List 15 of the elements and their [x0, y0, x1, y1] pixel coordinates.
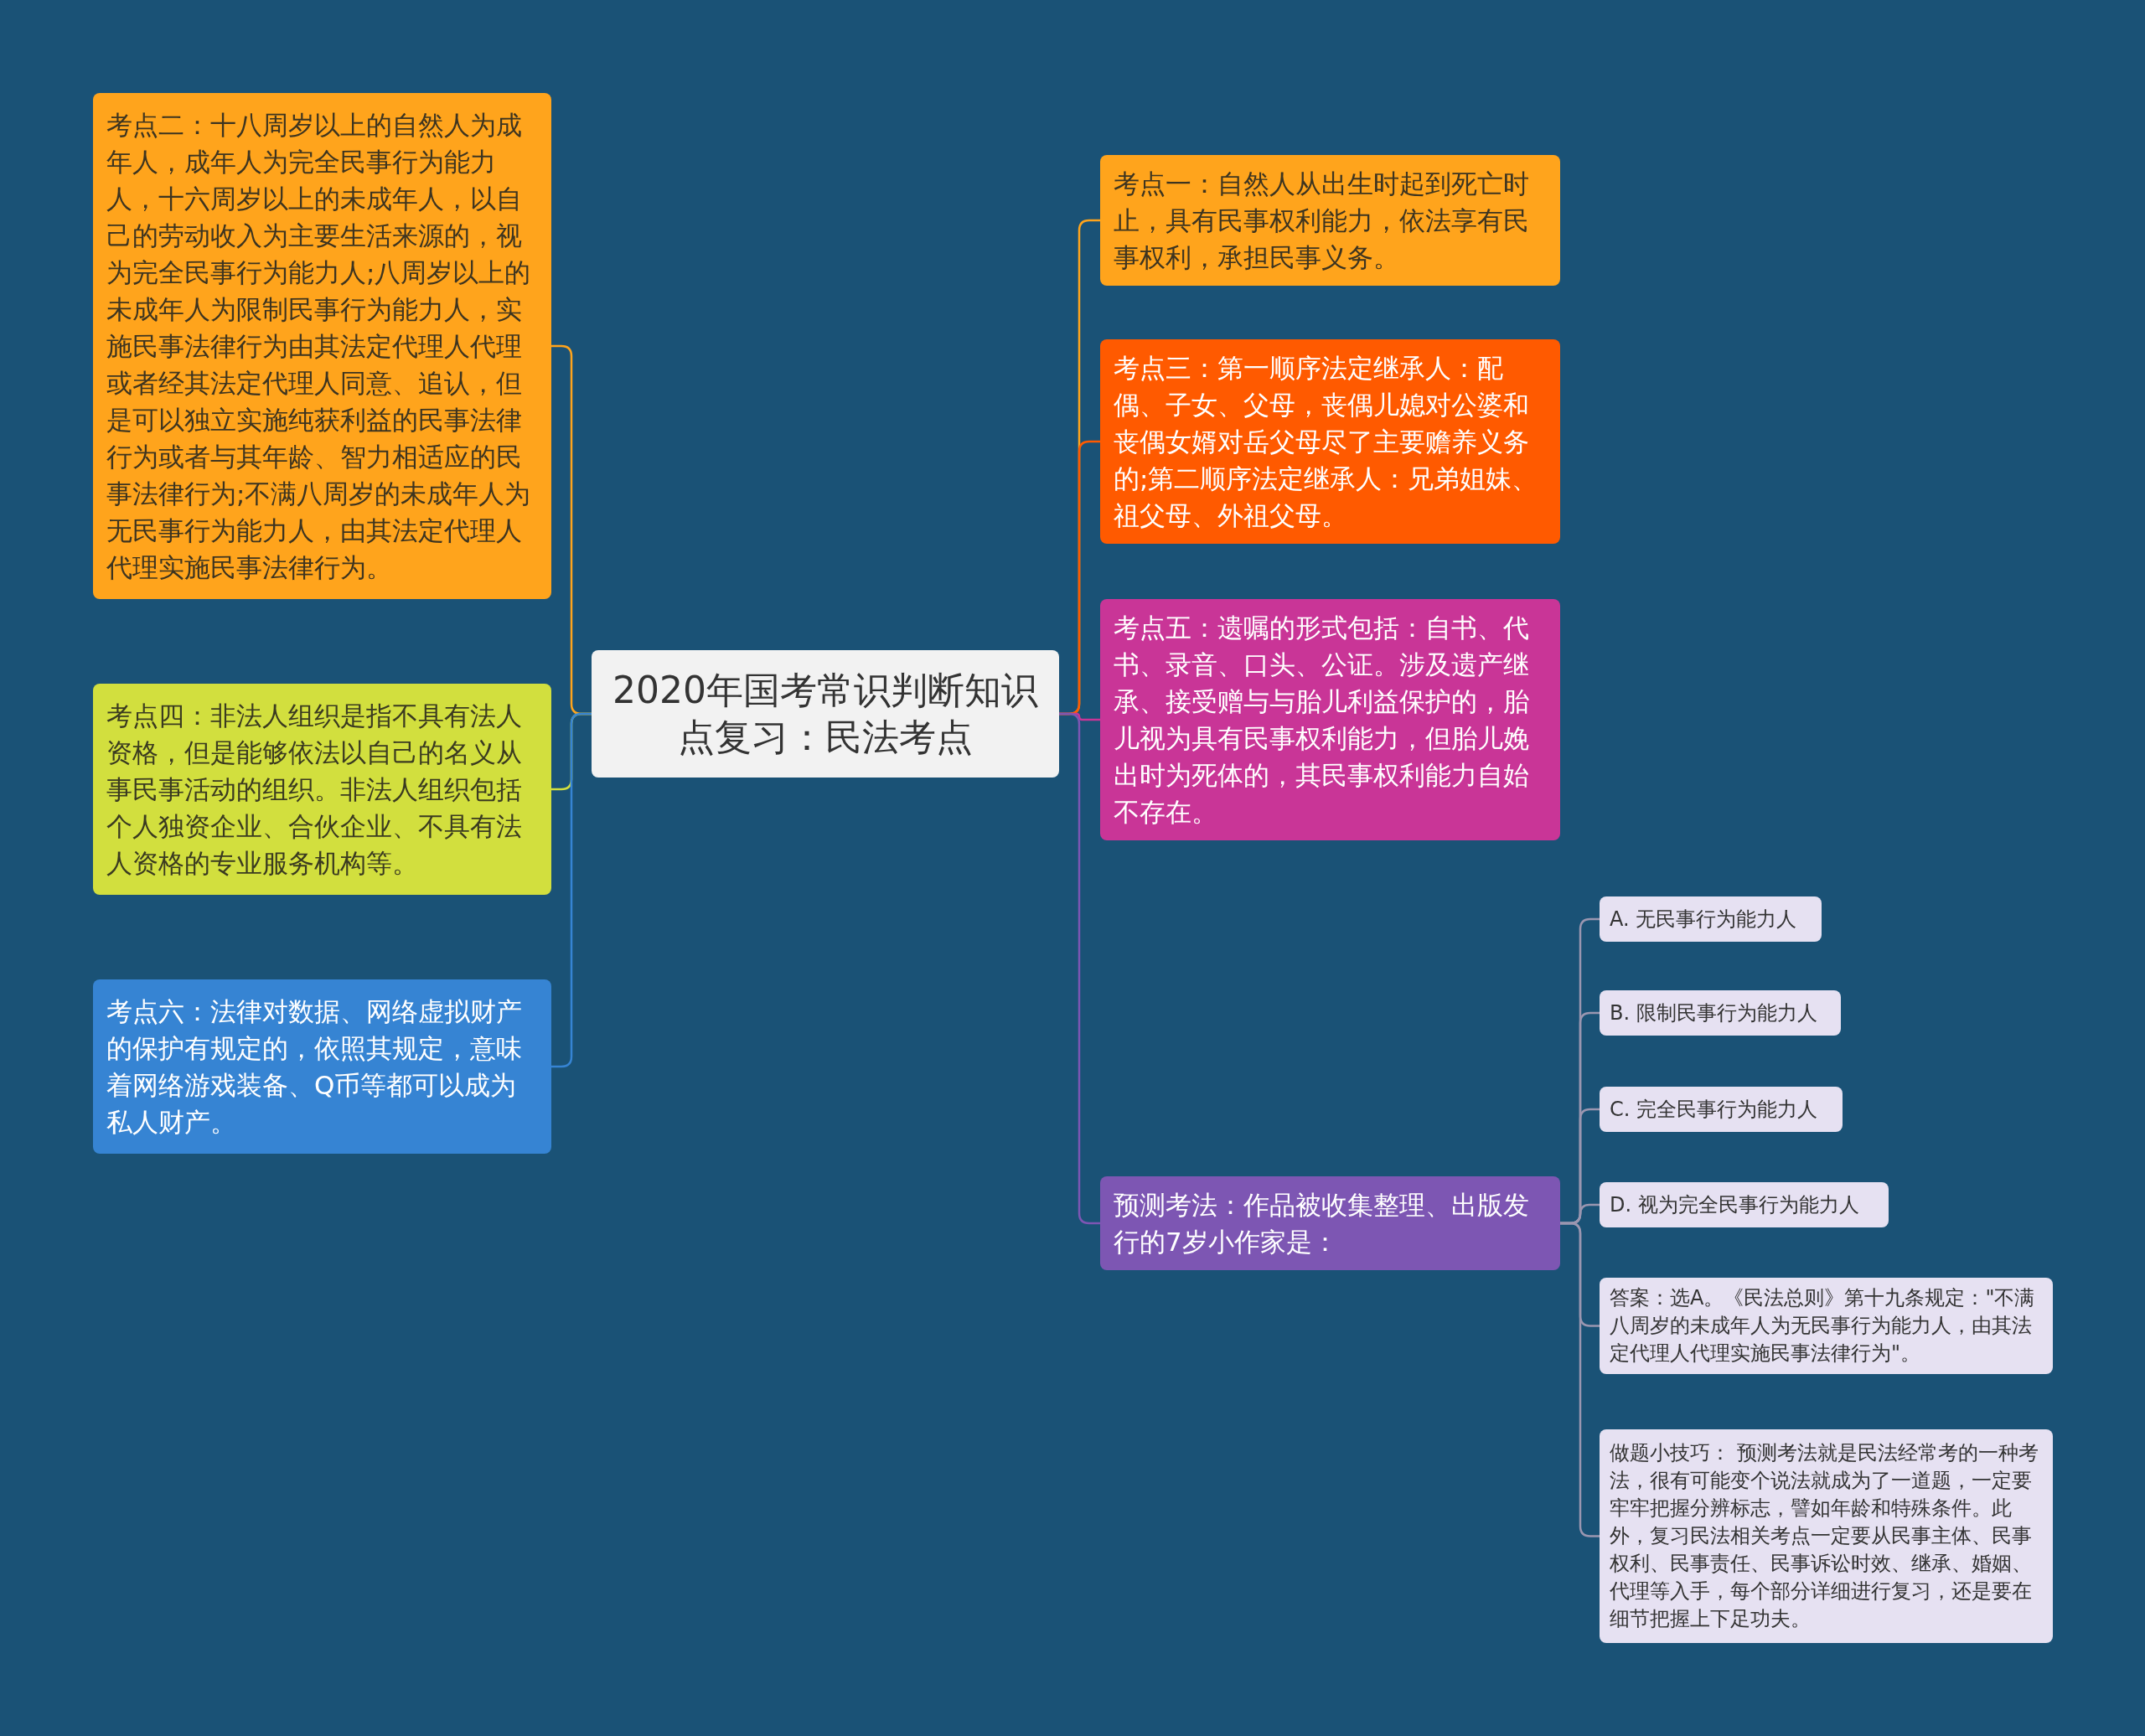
- topic-box: 考点三：第一顺序法定继承人：配偶、子女、父母，丧偶儿媳对公婆和丧偶女婿对岳父母尽了主要赡养义务的;第二顺序法定继承人：兄弟姐妹、祖父母、外祖父母。: [1100, 339, 1560, 544]
- topic-box: 考点二：十八周岁以上的自然人为成年人，成年人为完全民事行为能力人，十六周岁以上的未成年人，以自己的劳动收入为主要生活来源的，视为完全民事行为能力人;八周岁以上的未成年人为限制民事行为能力人，实施民事法律行为由其法定代理人代理或者经其法定代理人同意、追认，但是可以独立实施纯获利益的民事法律行为或者与其年龄、智力相适应的民事法律行为;不满八周岁的未成年人为无民事行为能力人，由其法定代理人代理实施民事法律行为。: [93, 93, 551, 599]
- topic-box: 考点五：遗嘱的形式包括：自书、代书、录音、口头、公证。涉及遗产继承、接受赠与与胎儿利益保护的，胎儿视为具有民事权利能力，但胎儿娩出时为死体的，其民事权利能力自始不存在。: [1100, 599, 1560, 840]
- option-box: D. 视为完全民事行为能力人: [1600, 1182, 1889, 1227]
- topic-box: 考点六：法律对数据、网络虚拟财产的保护有规定的，依照其规定，意味着网络游戏装备、Q币等都可以成为私人财产。: [93, 979, 551, 1154]
- option-box: A. 无民事行为能力人: [1600, 896, 1822, 942]
- question-box: 预测考法：作品被收集整理、出版发行的7岁小作家是：: [1100, 1176, 1560, 1270]
- tip-box: 做题小技巧： 预测考法就是民法经常考的一种考法，很有可能变个说法就成为了一道题，一定要牢牢把握分辨标志，譬如年龄和特殊条件。此外，复习民法相关考点一定要从民事主体、民事权利、民事责任、民事诉讼时效、继承、婚姻、代理等入手，每个部分详细进行复习，还是要在细节把握上下足功夫。: [1600, 1429, 2053, 1643]
- answer-box: 答案：选A。《民法总则》第十九条规定："不满八周岁的未成年人为无民事行为能力人，由其法定代理人代理实施民事法律行为"。: [1600, 1278, 2053, 1374]
- topic-box: 考点四：非法人组织是指不具有法人资格，但是能够依法以自己的名义从事民事活动的组织。非法人组织包括个人独资企业、合伙企业、不具有法人资格的专业服务机构等。: [93, 684, 551, 895]
- topic-box: 考点一：自然人从出生时起到死亡时止，具有民事权利能力，依法享有民事权利，承担民事义务。: [1100, 155, 1560, 286]
- option-box: B. 限制民事行为能力人: [1600, 990, 1841, 1036]
- connector-line: [1560, 1222, 1600, 1537]
- central-topic-box: 2020年国考常识判断知识点复习：民法考点: [592, 650, 1059, 778]
- option-box: C. 完全民事行为能力人: [1600, 1087, 1843, 1132]
